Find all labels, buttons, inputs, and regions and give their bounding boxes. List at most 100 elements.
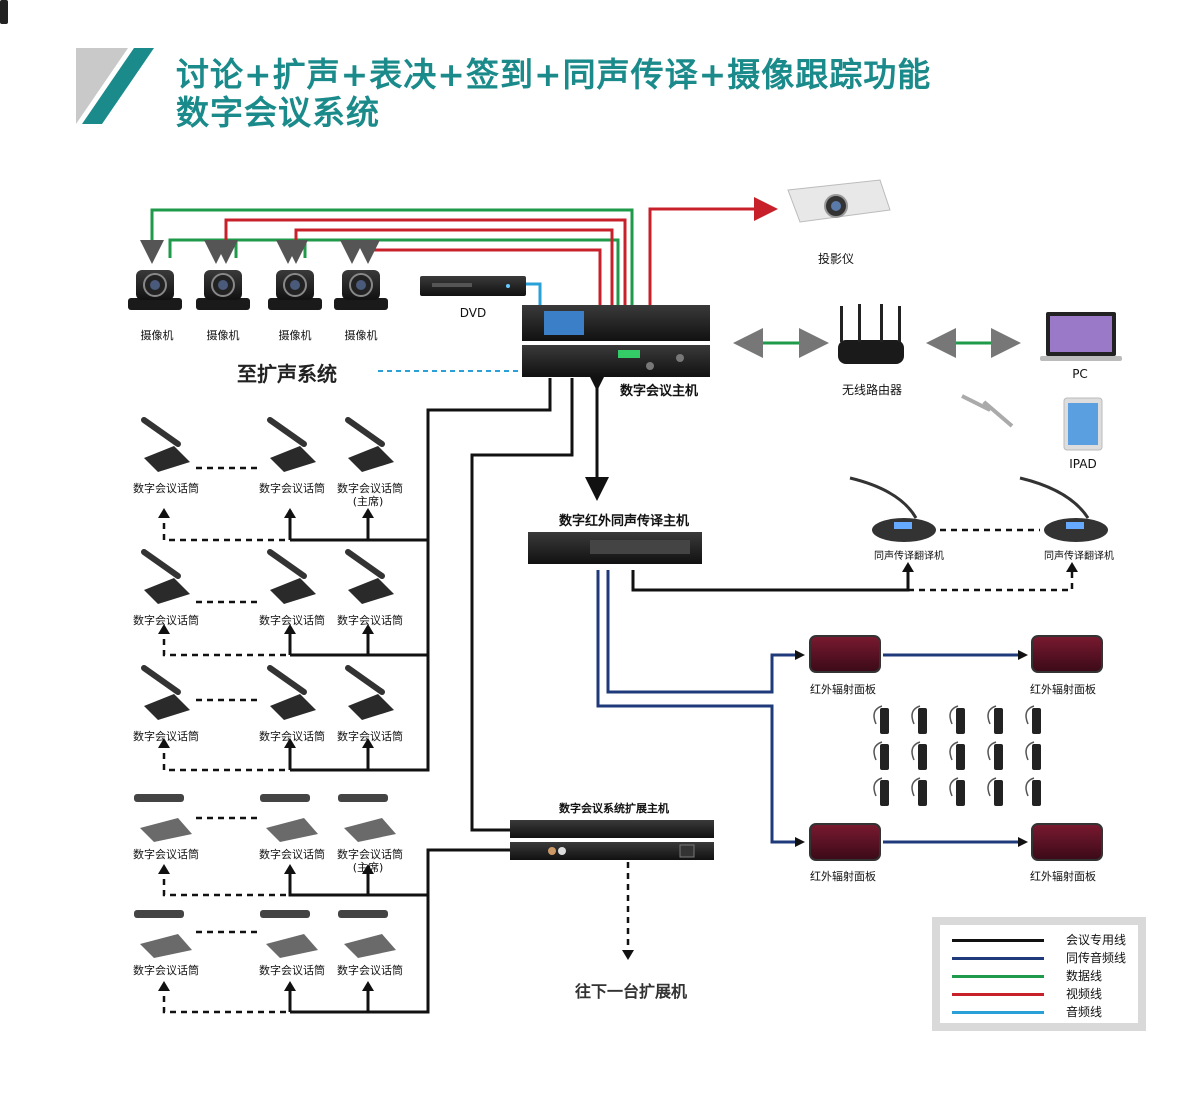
microphone-label: 数字会议话筒	[337, 614, 403, 627]
legend: 会议专用线 同传音频线 数据线 视频线 音频线	[932, 917, 1146, 1031]
microphone-label: 数字会议话筒	[133, 964, 199, 977]
pa-system-label: 至扩声系统	[237, 362, 337, 386]
microphone-icon	[141, 665, 190, 720]
chairman-label: (主席)	[352, 495, 384, 508]
pc-label: PC	[1072, 367, 1088, 381]
microphone-icon	[267, 665, 316, 720]
laptop-icon	[1040, 312, 1122, 361]
microphone-icon	[260, 794, 318, 842]
dvd-player-icon	[420, 276, 526, 296]
microphone-label: 数字会议话筒	[259, 848, 325, 861]
microphone-label: 数字会议话筒	[337, 482, 403, 495]
ir-host-label: 数字红外同声传译主机	[558, 514, 690, 529]
legend-text: 会议专用线	[1066, 933, 1127, 947]
router-icon	[838, 304, 904, 364]
receiver-icon	[949, 705, 965, 734]
extension-host-icon	[510, 820, 714, 860]
microphone-icon	[260, 910, 318, 958]
camera-label: 摄像机	[206, 329, 240, 342]
receiver-icon	[949, 777, 965, 806]
legend-item: 数据线	[952, 967, 1132, 985]
conference-host-icon	[522, 305, 710, 377]
ir-panel-label: 红外辐射面板	[810, 870, 876, 883]
receiver-icon	[1025, 741, 1041, 770]
microphone-label: 数字会议话筒	[337, 848, 403, 861]
interpreter-unit-icon	[849, 476, 1108, 542]
page-subtitle: 数字会议系统	[176, 93, 380, 132]
tablet-icon	[1063, 397, 1103, 451]
legend-text: 同传音频线	[1066, 951, 1127, 965]
legend-item: 同传音频线	[952, 949, 1132, 967]
microphone-icon	[345, 417, 394, 472]
extension-host-label: 数字会议系统扩展主机	[559, 802, 669, 815]
camera-label: 摄像机	[344, 329, 378, 342]
microphone-label: 数字会议话筒	[259, 964, 325, 977]
camera-label: 摄像机	[140, 329, 174, 342]
ir-host-icon	[528, 532, 702, 564]
ir-panel-label: 红外辐射面板	[810, 683, 876, 696]
legend-swatch	[952, 939, 1044, 942]
translator-label: 同声传译翻译机	[874, 551, 944, 562]
microphone-label: 数字会议话筒	[337, 730, 403, 743]
microphone-icon	[141, 549, 190, 604]
microphone-label: 数字会议话筒	[133, 730, 199, 743]
header-logo-shape	[76, 48, 154, 124]
legend-item: 会议专用线	[952, 931, 1132, 949]
microphone-icon	[267, 417, 316, 472]
receiver-icon	[911, 741, 927, 770]
ir-panel-icon	[809, 635, 1103, 861]
microphone-icon	[338, 910, 396, 958]
projector-icon	[787, 179, 891, 223]
microphone-label: 数字会议话筒	[259, 730, 325, 743]
microphone-icon	[134, 910, 192, 958]
microphone-icon	[345, 549, 394, 604]
microphone-label: 数字会议话筒	[133, 614, 199, 627]
translator-label: 同声传译翻译机	[1044, 551, 1114, 562]
ir-panel-label: 红外辐射面板	[1030, 870, 1096, 883]
microphone-label: 数字会议话筒	[259, 482, 325, 495]
legend-swatch	[952, 1011, 1044, 1014]
receiver-icon	[1025, 705, 1041, 734]
legend-item: 音频线	[952, 1003, 1132, 1021]
dvd-label: DVD	[459, 306, 487, 320]
legend-item: 视频线	[952, 985, 1132, 1003]
page-title: 讨论+扩声+表决+签到+同声传译+摄像跟踪功能	[176, 55, 932, 94]
router-label: 无线路由器	[841, 383, 903, 397]
receiver-icon	[987, 777, 1003, 806]
microphone-icon	[338, 794, 396, 842]
receiver-icon	[873, 705, 889, 734]
microphone-icon	[345, 665, 394, 720]
receiver-icon	[1025, 777, 1041, 806]
video-lines	[214, 197, 778, 305]
camera-icon	[128, 270, 388, 310]
legend-text: 音频线	[1066, 1005, 1103, 1019]
ipad-label: IPAD	[1069, 457, 1097, 471]
camera-label: 摄像机	[278, 329, 312, 342]
receiver-icon	[911, 777, 927, 806]
legend-swatch	[952, 957, 1044, 960]
receiver-icon	[987, 705, 1003, 734]
legend-text: 视频线	[1066, 987, 1103, 1001]
receiver-icons	[0, 0, 8, 24]
legend-swatch	[952, 975, 1044, 978]
microphone-icon	[134, 794, 192, 842]
host-label: 数字会议主机	[619, 384, 699, 399]
next-extension-label: 往下一台扩展机	[574, 982, 688, 1001]
receiver-icon	[873, 777, 889, 806]
projector-label: 投影仪	[817, 252, 855, 266]
microphone-label: 数字会议话筒	[337, 964, 403, 977]
microphone-icons	[134, 417, 396, 958]
legend-swatch	[952, 993, 1044, 996]
ir-panel-label: 红外辐射面板	[1030, 683, 1096, 696]
chairman-label: (主席)	[352, 861, 384, 874]
microphone-icon	[267, 549, 316, 604]
receiver-icon	[949, 741, 965, 770]
microphone-label: 数字会议话筒	[259, 614, 325, 627]
legend-text: 数据线	[1066, 969, 1103, 983]
microphone-label: 数字会议话筒	[133, 482, 199, 495]
receiver-icon	[873, 741, 889, 770]
receiver-icon	[987, 741, 1003, 770]
microphone-label: 数字会议话筒	[133, 848, 199, 861]
microphone-icon	[141, 417, 190, 472]
